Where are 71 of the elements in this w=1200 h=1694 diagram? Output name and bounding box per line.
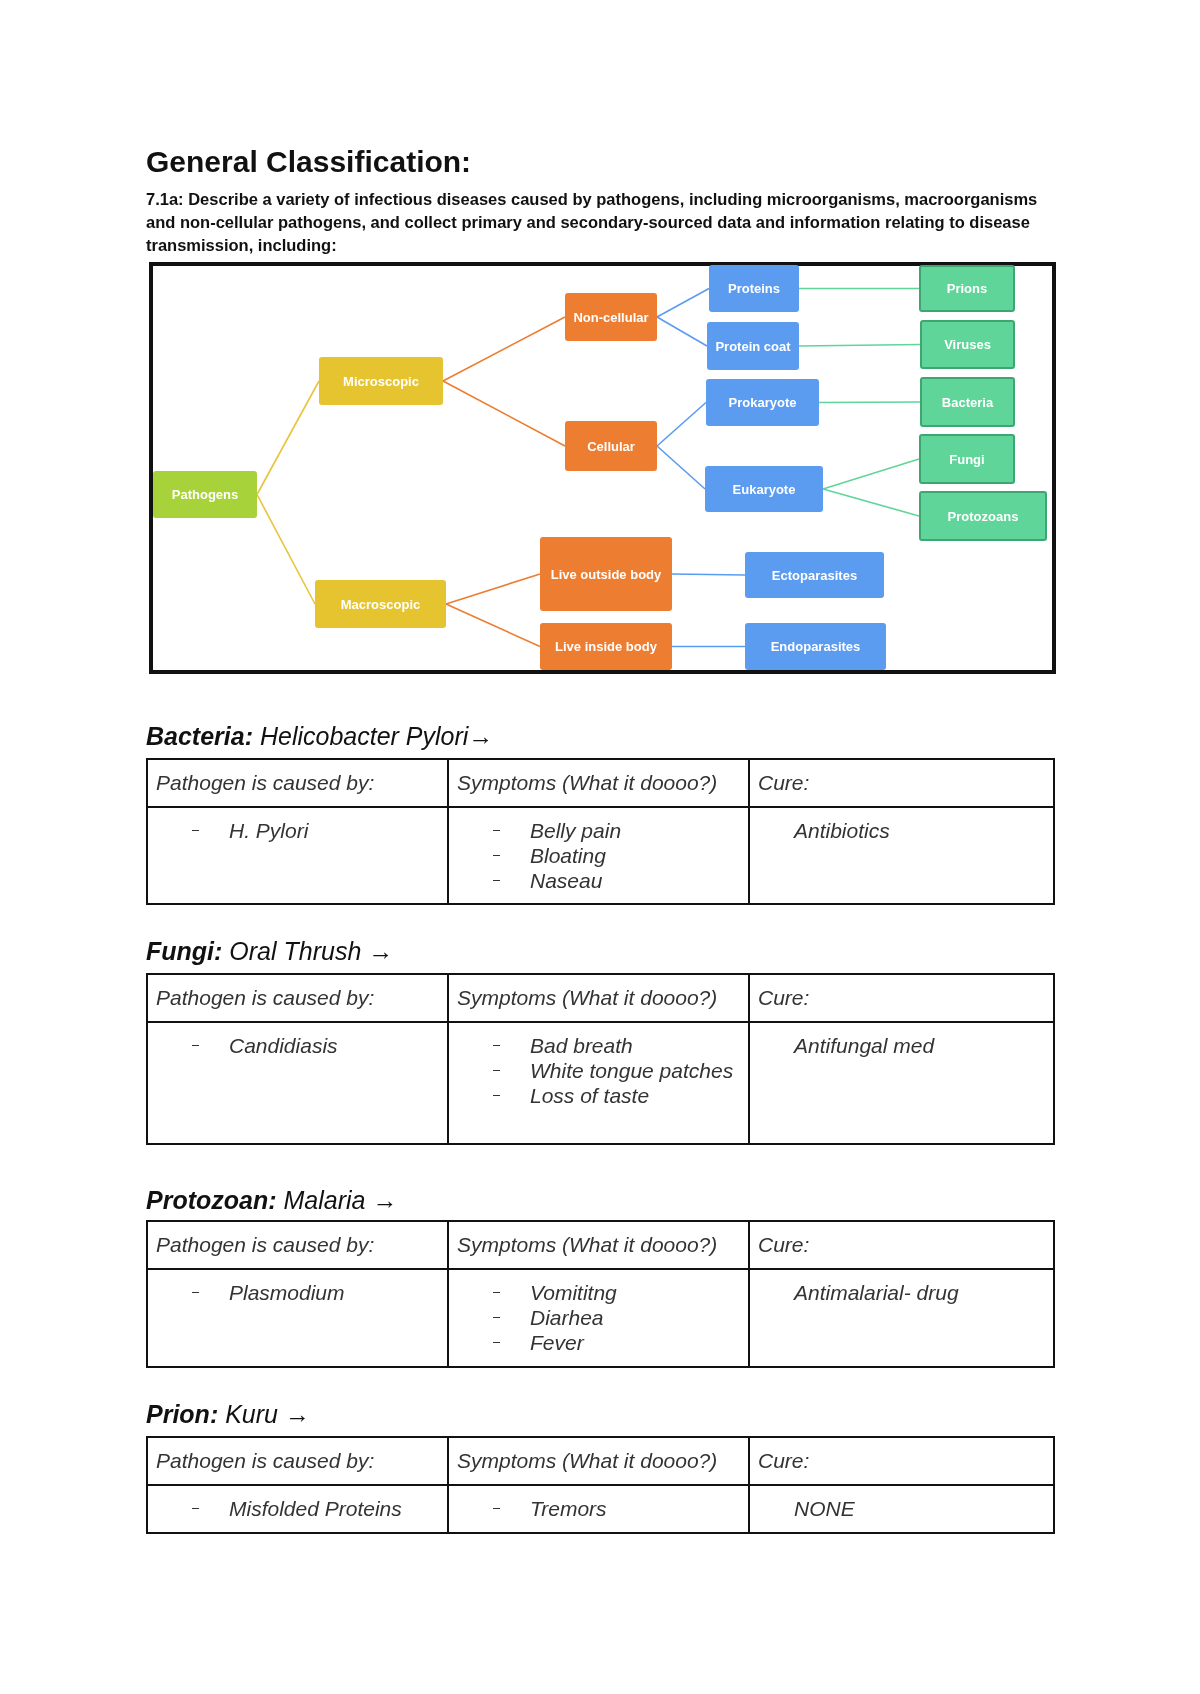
column-header: Cure: bbox=[749, 1437, 1054, 1485]
list-item: Fever bbox=[530, 1330, 584, 1355]
list-item: Misfolded Proteins bbox=[229, 1496, 402, 1521]
category-box: Live inside body bbox=[540, 623, 672, 670]
column-header: Cure: bbox=[749, 974, 1054, 1022]
category-box: Fungi bbox=[919, 434, 1015, 484]
list-item: Bad breath bbox=[530, 1033, 633, 1058]
category-box: Pathogens bbox=[153, 471, 257, 518]
list-item: Candidiasis bbox=[229, 1033, 338, 1058]
connector-line bbox=[445, 573, 541, 605]
connector-line bbox=[798, 343, 921, 347]
column-header: Symptoms (What it doooo?) bbox=[448, 759, 749, 807]
connector-line bbox=[656, 445, 706, 490]
category-box: Microscopic bbox=[319, 357, 443, 405]
body-text: Antifungal med bbox=[794, 1033, 935, 1058]
connector-line bbox=[671, 645, 746, 648]
connector-line bbox=[822, 488, 920, 517]
category-box: Prokaryote bbox=[706, 379, 819, 426]
column-header: Pathogen is caused by: bbox=[147, 1221, 448, 1269]
list-item: Vomititng bbox=[530, 1280, 617, 1305]
body-text: Antibiotics bbox=[794, 818, 890, 843]
column-header: Symptoms (What it doooo?) bbox=[448, 1221, 749, 1269]
category-box: Eukaryote bbox=[705, 466, 823, 512]
page-title: General Classification: bbox=[146, 145, 472, 179]
column-header: Pathogen is caused by: bbox=[147, 759, 448, 807]
column-header: Cure: bbox=[749, 759, 1054, 807]
connector-line bbox=[818, 401, 921, 404]
category-box: Proteins bbox=[709, 265, 799, 312]
category-box: Protein coat bbox=[707, 322, 799, 370]
connector-line bbox=[656, 287, 710, 318]
column-header: Pathogen is caused by: bbox=[147, 974, 448, 1022]
category-box: Macroscopic bbox=[315, 580, 446, 628]
list-item: H. Pylori bbox=[229, 818, 309, 843]
category-box: Prions bbox=[919, 265, 1015, 312]
column-header: Symptoms (What it doooo?) bbox=[448, 974, 749, 1022]
connector-line bbox=[256, 493, 316, 605]
list-item: Naseau bbox=[530, 868, 603, 893]
objective-text: 7.1a: Describe a variety of infectious diseases caused by pathogens, including microorganisms, macroorganisms and non-cellular pathogens, and collect primary and secondary-sourced data and information relating to disease transmission, including: bbox=[146, 189, 1039, 256]
category-box: Non-cellular bbox=[565, 293, 657, 341]
column-header: Symptoms (What it doooo?) bbox=[448, 1437, 749, 1485]
section-heading: Protozoan: Malaria → bbox=[146, 1186, 398, 1215]
category-box: Live outside body bbox=[540, 537, 672, 611]
list-item: Bloating bbox=[530, 843, 606, 868]
list-item: Tremors bbox=[530, 1496, 607, 1521]
list-item: Plasmodium bbox=[229, 1280, 345, 1305]
section-heading: Prion: Kuru → bbox=[146, 1400, 310, 1429]
connector-line bbox=[671, 573, 746, 576]
connector-line bbox=[798, 287, 920, 290]
category-box: Endoparasites bbox=[745, 623, 886, 670]
connector-line bbox=[822, 458, 920, 490]
connector-line bbox=[445, 603, 541, 648]
body-text: Antimalarial- drug bbox=[794, 1280, 959, 1305]
category-box: Bacteria bbox=[920, 377, 1015, 427]
connector-line bbox=[442, 380, 566, 447]
connector-line bbox=[656, 401, 707, 447]
connector-line bbox=[256, 380, 320, 496]
list-item: White tongue patches bbox=[530, 1058, 734, 1083]
list-item: Belly pain bbox=[530, 818, 622, 843]
category-box: Protozoans bbox=[919, 491, 1047, 541]
column-header: Cure: bbox=[749, 1221, 1054, 1269]
category-box: Cellular bbox=[565, 421, 657, 471]
list-item: Loss of taste bbox=[530, 1083, 650, 1108]
category-box: Viruses bbox=[920, 320, 1015, 369]
body-text: NONE bbox=[794, 1496, 855, 1521]
connector-line bbox=[442, 316, 566, 382]
section-heading: Fungi: Oral Thrush → bbox=[146, 937, 394, 966]
connector-line bbox=[656, 316, 708, 347]
category-box: Ectoparasites bbox=[745, 552, 884, 598]
column-header: Pathogen is caused by: bbox=[147, 1437, 448, 1485]
list-item: Diarhea bbox=[530, 1305, 604, 1330]
section-heading: Bacteria: Helicobacter Pylori→ bbox=[146, 722, 494, 751]
